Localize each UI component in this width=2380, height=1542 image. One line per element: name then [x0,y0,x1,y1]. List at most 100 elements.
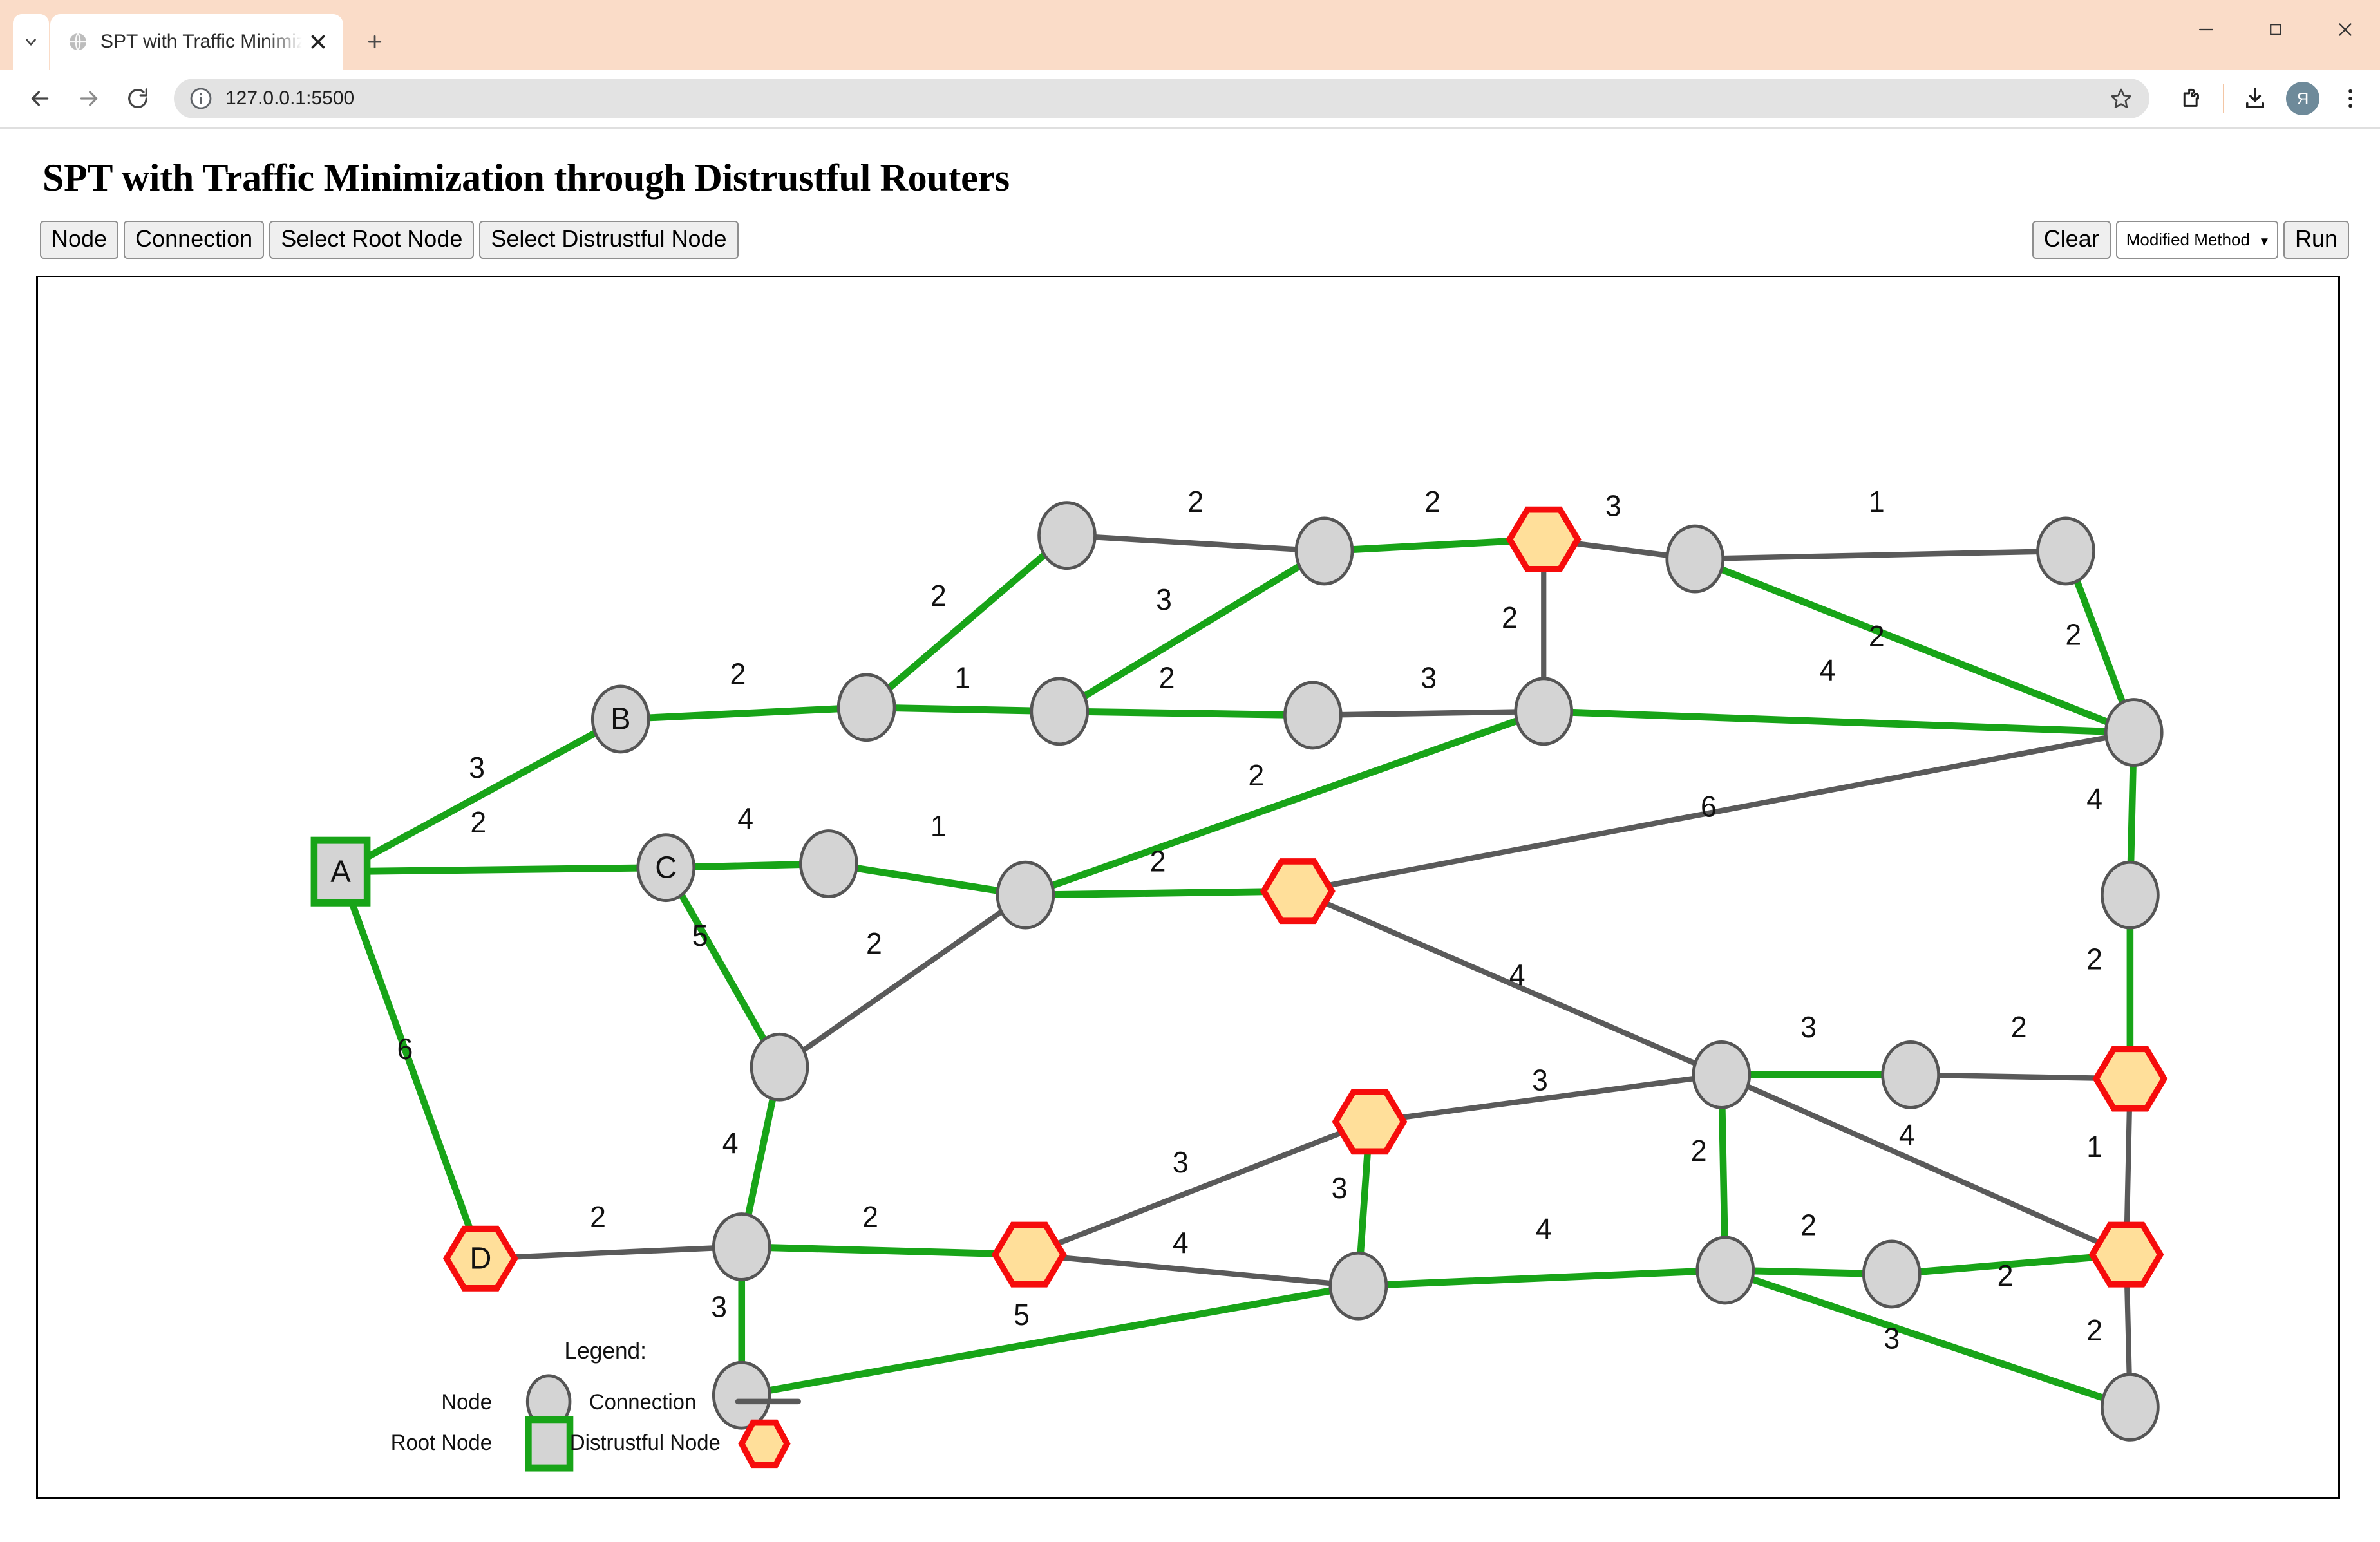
maximize-button[interactable] [2241,0,2310,59]
graph-edge[interactable] [1366,1072,1724,1125]
graph-edge[interactable] [1888,1251,2130,1278]
close-icon[interactable] [307,31,329,53]
graph-edge[interactable] [337,868,484,1263]
graph-edge[interactable] [863,532,1071,711]
edge-weight-label: 1 [1869,485,1885,519]
bookmark-star-button[interactable] [2107,84,2135,113]
graph-edge[interactable] [1022,887,1301,899]
graph-edge[interactable] [863,704,1063,715]
graph-node[interactable] [1030,677,1090,746]
legend: Legend: Node Connection Root Node Distru… [391,1338,801,1472]
edge-weight-label: 2 [1159,661,1175,695]
edge-weight-label: 5 [692,919,708,953]
graph-node[interactable] [1862,1239,1922,1309]
graph-edge[interactable] [1321,536,1547,555]
graph-edge[interactable] [738,1243,1033,1259]
graph-edge[interactable] [825,860,1029,899]
graph-edge[interactable] [1295,889,1724,1078]
graph-edge[interactable] [1026,1252,1361,1289]
graph-edge[interactable] [1540,708,2138,737]
graph-edge[interactable] [1719,1072,2130,1258]
graph-node[interactable] [2104,698,2164,767]
graph-node-distrustful[interactable] [991,1221,1067,1288]
run-button[interactable]: Run [2283,221,2349,259]
method-select[interactable]: Modified Method ▾ [2115,221,2278,259]
graph-node[interactable] [712,1361,771,1430]
graph-edge[interactable] [337,864,670,876]
graph-node[interactable] [1665,524,1725,594]
graph-node[interactable] [1692,1040,1752,1110]
reload-button[interactable] [113,74,162,123]
graph-node[interactable] [1294,516,1354,586]
clear-button[interactable]: Clear [2032,221,2111,259]
graph-edge[interactable] [1310,708,1547,719]
select-distrustful-node-button[interactable]: Select Distrustful Node [479,221,739,259]
graph-node-distrustful[interactable] [1260,858,1336,925]
graph-node-root[interactable] [310,837,371,907]
graph-edge[interactable] [1692,548,2069,562]
title-bar: SPT with Traffic Minimization th [0,0,2380,70]
graph-edge[interactable] [1022,708,1547,899]
graph-node[interactable] [1881,1040,1940,1110]
graph-edge[interactable] [1026,1119,1373,1258]
browser-tab[interactable]: SPT with Traffic Minimization th [50,14,343,70]
graph-node[interactable] [799,829,858,899]
graph-node-distrustful[interactable] [1506,507,1582,573]
profile-avatar[interactable]: Я [2286,82,2319,115]
graph-edge[interactable] [1064,532,1327,554]
graph-node[interactable] [750,1033,809,1102]
info-circle-icon[interactable] [188,86,214,111]
extensions-button[interactable] [2178,84,2206,113]
add-connection-button[interactable]: Connection [124,221,265,259]
graph-node[interactable] [712,1212,771,1282]
downloads-button[interactable] [2241,84,2269,113]
edge-weight-label: 3 [1421,661,1437,695]
graph-node[interactable] [636,833,696,903]
new-tab-button[interactable] [355,22,395,62]
graph-node[interactable] [1695,1236,1755,1305]
graph-node-distrustful[interactable] [1332,1089,1408,1155]
minimize-button[interactable] [2171,0,2241,59]
address-bar[interactable]: 127.0.0.1:5500 [174,79,2149,118]
graph-edge[interactable] [337,715,625,876]
graph-edge[interactable] [617,704,870,723]
graph-node[interactable] [590,684,650,754]
graph-edge[interactable] [738,1283,1362,1399]
graph-edge[interactable] [1721,1266,2134,1411]
edge-weight-label: 2 [1187,485,1204,519]
graph-edge[interactable] [777,892,1028,1070]
graph-edge[interactable] [1055,708,1317,719]
tab-search-button[interactable] [13,14,49,70]
back-button[interactable] [15,74,64,123]
graph-node[interactable] [1328,1252,1388,1321]
more-menu-icon [2348,89,2352,108]
star-icon [2111,88,2131,108]
graph-edge[interactable] [662,864,783,1071]
graph-node[interactable] [2101,861,2160,930]
edge-weight-label: 3 [1800,1011,1817,1044]
edge-weight-label: 4 [1509,958,1525,992]
graph-node[interactable] [1514,677,1574,746]
graph-node[interactable] [2036,516,2095,586]
graph-node[interactable] [996,861,1055,930]
graph-node[interactable] [836,673,896,742]
graph-node[interactable] [1283,681,1343,750]
graph-node[interactable] [2101,1373,2160,1442]
add-node-button[interactable]: Node [40,221,119,259]
graph-edge[interactable] [1055,547,1328,715]
edge-weight-label: 3 [711,1290,727,1324]
graph-node[interactable] [1037,501,1097,570]
graph-edge[interactable] [1691,555,2138,737]
graph-node-distrustful[interactable] [2092,1046,2168,1112]
select-root-node-button[interactable]: Select Root Node [269,221,475,259]
graph-node-distrustful[interactable] [442,1226,518,1292]
graph-edge[interactable] [1355,1266,1729,1290]
graph-edge[interactable] [1295,729,2137,894]
graph-node-distrustful[interactable] [2088,1221,2164,1288]
graph-edge[interactable] [478,1244,744,1262]
close-window-button[interactable] [2310,0,2380,59]
forward-button[interactable] [64,74,113,123]
more-menu-button[interactable] [2336,84,2365,113]
